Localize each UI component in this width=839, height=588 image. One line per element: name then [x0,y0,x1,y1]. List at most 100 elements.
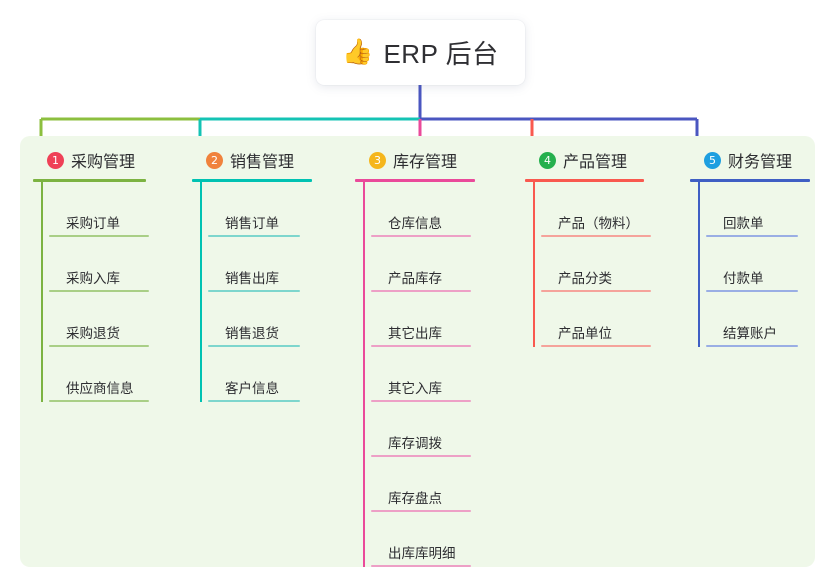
menu-item[interactable]: 回款单 [698,182,810,237]
column-产品管理: 4 产品管理产品（物料） 产品分类产品单位 [525,146,651,347]
root-node-content: 👍 ERP 后台 [342,34,498,71]
menu-item-label: 销售订单 [225,216,279,231]
menu-item[interactable]: 采购订单 [41,182,149,237]
menu-item-label: 销售退货 [225,326,279,341]
column-number-badge: 3 [369,151,386,169]
menu-item-underline [371,400,471,402]
column-title: 销售管理 [230,154,295,171]
column-财务管理: 5 财务管理回款单付款单结算账户 [690,146,810,347]
root-node-title: ERP 后台 [383,39,499,69]
menu-item-underline [706,345,798,347]
menu-item-underline [49,400,149,402]
column-spine [363,182,365,567]
menu-item-underline [371,565,471,567]
menu-item-underline [49,235,149,237]
column-items: 回款单付款单结算账户 [690,182,810,347]
column-spine [698,182,700,347]
column-spine [533,182,535,347]
menu-item-underline [541,345,651,347]
menu-item-underline [706,290,798,292]
column-header[interactable]: 5 财务管理 [690,146,810,174]
menu-item[interactable]: 客户信息 [200,347,312,402]
menu-item-underline [541,235,651,237]
column-销售管理: 2 销售管理销售订单销售出库销售退货客户信息 [192,146,312,402]
column-title: 采购管理 [71,154,136,171]
menu-item[interactable]: 仓库信息 [363,182,475,237]
menu-item[interactable]: 其它入库 [363,347,475,402]
menu-item[interactable]: 产品分类 [533,237,651,292]
column-items: 销售订单销售出库销售退货客户信息 [192,182,312,402]
menu-item-label: 其它入库 [388,381,442,396]
menu-item[interactable]: 采购入库 [41,237,149,292]
menu-item-underline [208,400,300,402]
column-title: 产品管理 [563,154,628,171]
menu-item[interactable]: 销售出库 [200,237,312,292]
menu-item-underline [706,235,798,237]
menu-item-underline [49,345,149,347]
root-node-card[interactable]: 👍 ERP 后台 [316,20,525,85]
menu-item[interactable]: 库存调拨 [363,402,475,457]
menu-item-label: 客户信息 [225,381,279,396]
column-underline [192,179,312,182]
menu-item[interactable]: 产品单位 [533,292,651,347]
column-items: 仓库信息产品库存其它出库其它入库库存调拨库存盘点出库库明细 [355,182,475,567]
column-number-badge: 2 [206,151,223,169]
thumbs-up-icon: 👍 [342,38,374,66]
menu-item[interactable]: 出库库明细 [363,512,475,567]
column-title: 库存管理 [393,154,458,171]
column-number-badge: 4 [539,151,556,169]
menu-item[interactable]: 产品（物料） [533,182,651,237]
menu-item[interactable]: 其它出库 [363,292,475,347]
menu-item-underline [371,235,471,237]
menu-item-label: 供应商信息 [66,381,134,396]
menu-item-label: 其它出库 [388,326,442,341]
menu-item[interactable]: 供应商信息 [41,347,149,402]
menu-item-label: 回款单 [723,216,764,231]
menu-item-underline [49,290,149,292]
column-header[interactable]: 2 销售管理 [192,146,312,174]
menu-item[interactable]: 结算账户 [698,292,810,347]
menu-item[interactable]: 销售订单 [200,182,312,237]
column-采购管理: 1 采购管理采购订单采购入库采购退货供应商信息 [33,146,149,402]
menu-item-underline [208,290,300,292]
column-title: 财务管理 [728,154,793,171]
column-header[interactable]: 4 产品管理 [525,146,644,174]
menu-item-underline [208,235,300,237]
menu-item-label: 产品分类 [558,271,612,286]
menu-item[interactable]: 付款单 [698,237,810,292]
menu-item-label: 付款单 [723,271,764,286]
menu-item[interactable]: 销售退货 [200,292,312,347]
menu-item-label: 产品库存 [388,271,442,286]
menu-item-underline [371,455,471,457]
column-items: 产品（物料） 产品分类产品单位 [525,182,651,347]
column-spine [200,182,202,402]
menu-item-underline [371,510,471,512]
menu-item-label: 采购订单 [66,216,120,231]
menu-item-label: 采购退货 [66,326,120,341]
menu-item-underline [208,345,300,347]
column-header[interactable]: 1 采购管理 [33,146,146,174]
menu-item-underline [371,345,471,347]
column-items: 采购订单采购入库采购退货供应商信息 [33,182,149,402]
menu-item-label: 出库库明细 [388,546,456,561]
column-库存管理: 3 库存管理仓库信息产品库存其它出库其它入库库存调拨库存盘点出库库明细 [355,146,475,567]
column-spine [41,182,43,402]
diagram-panel [20,136,815,567]
column-header[interactable]: 3 库存管理 [355,146,475,174]
menu-item-label: 结算账户 [723,326,777,341]
menu-item[interactable]: 库存盘点 [363,457,475,512]
menu-item-label: 库存盘点 [388,491,442,506]
menu-item[interactable]: 产品库存 [363,237,475,292]
menu-item-label: 产品单位 [558,326,612,341]
menu-item-underline [371,290,471,292]
menu-item-label: 销售出库 [225,271,279,286]
column-number-badge: 5 [704,151,721,169]
menu-item-label: 库存调拨 [388,436,442,451]
column-underline [355,179,475,182]
column-underline [690,179,810,182]
menu-item-underline [541,290,651,292]
menu-item-label: 采购入库 [66,271,120,286]
menu-item[interactable]: 采购退货 [41,292,149,347]
column-number-badge: 1 [47,151,64,169]
menu-item-label: 产品（物料） [558,216,639,231]
